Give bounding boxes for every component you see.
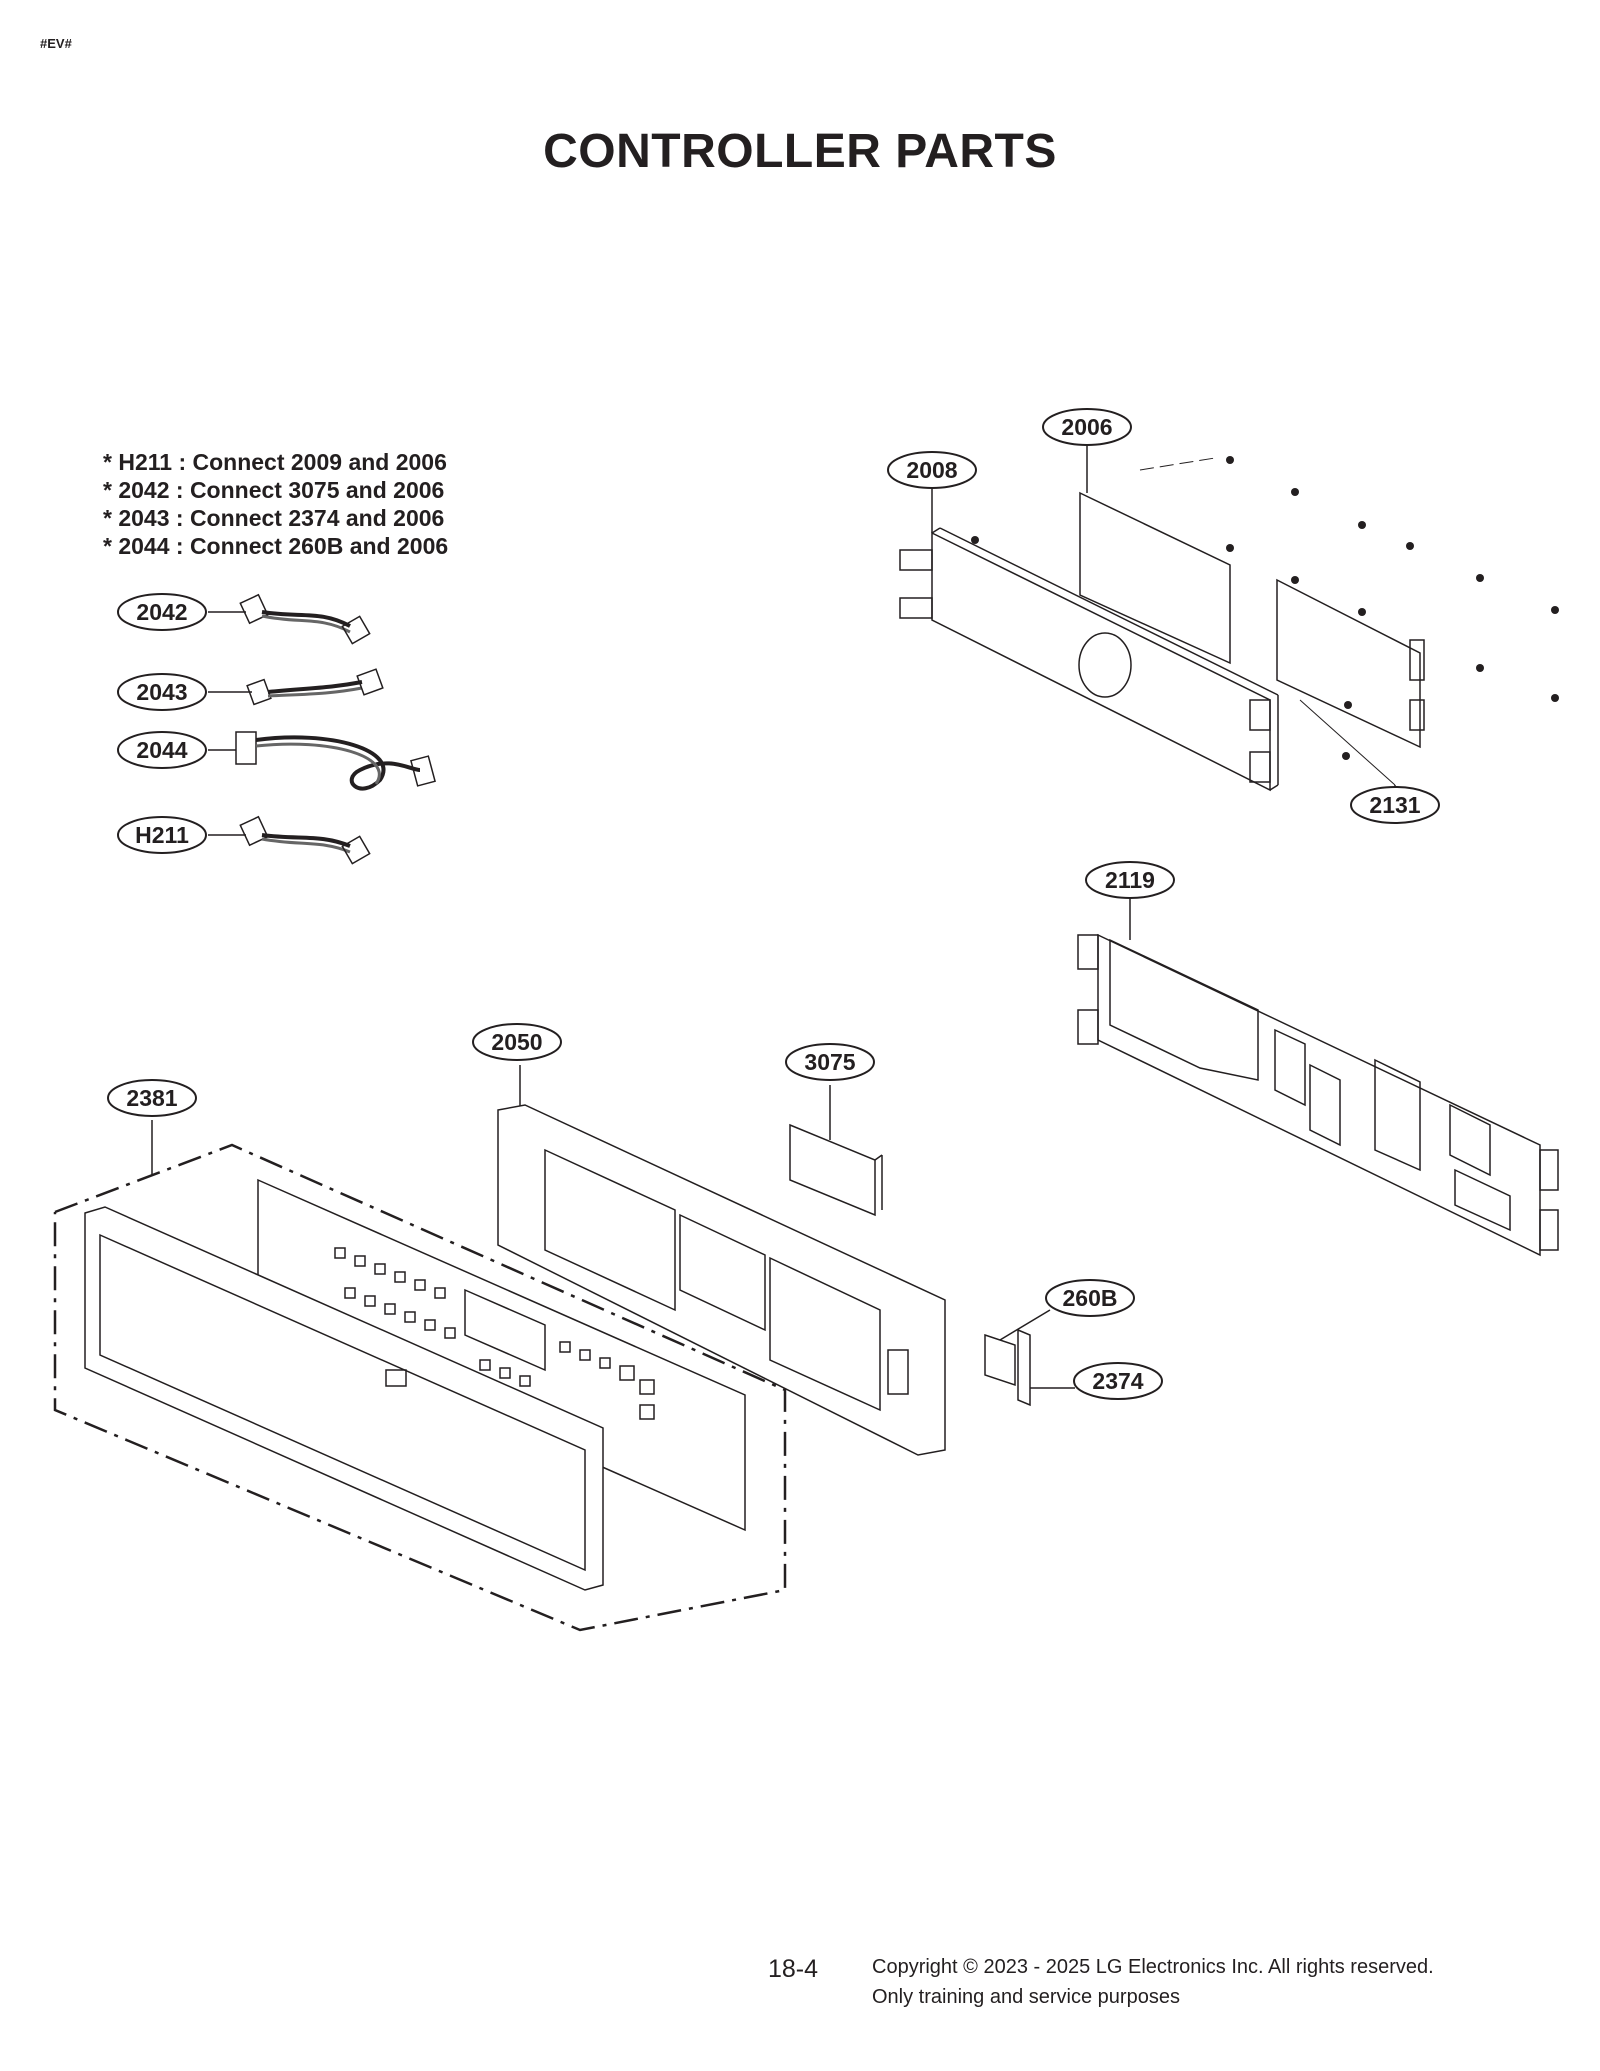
- page-number: 18-4: [768, 1955, 819, 1983]
- callout-2044: 2044: [136, 737, 188, 763]
- callout-260B: 260B: [1062, 1285, 1118, 1311]
- callout-2131: 2131: [1369, 792, 1421, 818]
- callout-2008: 2008: [906, 457, 958, 483]
- callout-2042: 2042: [136, 599, 188, 625]
- callout-2381: 2381: [126, 1085, 178, 1111]
- callout-2043: 2043: [136, 679, 188, 705]
- note-h211: * H211 : Connect 2009 and 2006: [103, 449, 447, 475]
- note-2042: * 2042 : Connect 3075 and 2006: [103, 477, 445, 503]
- note-2044: * 2044 : Connect 260B and 2006: [103, 533, 449, 559]
- callout-ovals: [107, 408, 1440, 1400]
- callout-3075: 3075: [804, 1049, 856, 1075]
- document-tag: #EV#: [40, 36, 72, 51]
- copyright-notice: Copyright © 2023 - 2025 LG Electronics I…: [872, 1952, 1434, 2012]
- keypad-buttons: [334, 1247, 655, 1420]
- note-2043: * 2043 : Connect 2374 and 2006: [103, 505, 445, 531]
- connection-notes: * H211 : Connect 2009 and 2006 * 2042 : …: [103, 448, 448, 560]
- copyright-line-1: Copyright © 2023 - 2025 LG Electronics I…: [872, 1956, 1434, 1978]
- copyright-line-2: Only training and service purposes: [872, 1986, 1180, 2008]
- callout-2050: 2050: [491, 1029, 543, 1055]
- wire-harness-2042: [208, 593, 371, 645]
- part-2374-bracket: [1017, 1328, 1075, 1407]
- front-panel-assembly-2381: [53, 1120, 787, 1632]
- control-board-2006: [1079, 445, 1231, 665]
- control-board-2131: [1276, 578, 1425, 786]
- page-title: CONTROLLER PARTS: [543, 125, 1057, 178]
- control-frame-2050: [497, 1065, 946, 1456]
- wire-harness-h211: [208, 815, 371, 865]
- callout-2006: 2006: [1061, 414, 1113, 440]
- callout-2119: 2119: [1105, 867, 1155, 893]
- wire-harness-2043: [208, 668, 384, 706]
- wire-harness-2044: [208, 731, 436, 791]
- bracket-2119: [1077, 880, 1559, 1257]
- module-3075: [789, 1085, 883, 1217]
- callout-h211: H211: [135, 822, 189, 848]
- screws: [971, 456, 1559, 760]
- part-260B-bracket: [984, 1309, 1051, 1387]
- callout-2374: 2374: [1092, 1368, 1144, 1394]
- pcb-bracket-2008: [899, 488, 1279, 792]
